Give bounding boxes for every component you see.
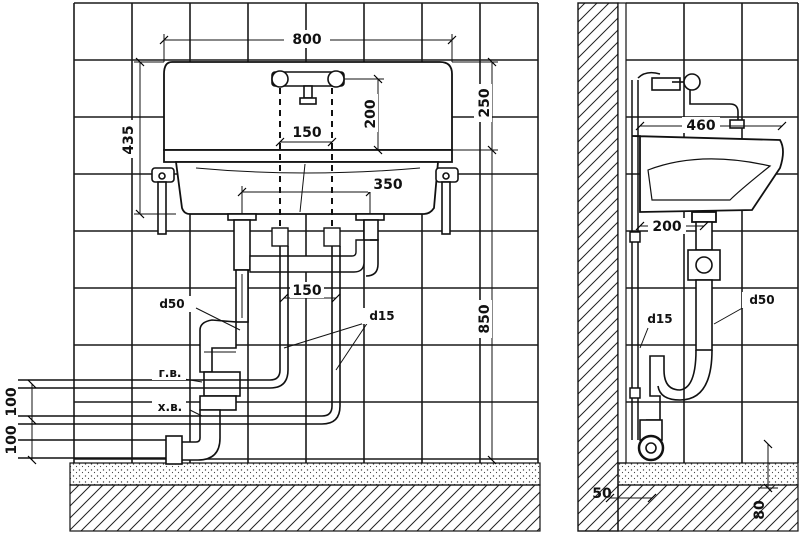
side-faucet (651, 73, 745, 129)
dim-pipe-gap-b: 100 (4, 425, 20, 454)
faucet-supply-dashed (279, 88, 333, 230)
dim-hot-cold-spacing: 150 (292, 283, 321, 299)
dim-bracket-offset: 250 (477, 88, 493, 117)
drain-pipes (227, 213, 385, 323)
dim-mount-height: 850 (477, 304, 493, 333)
dim-sink-height: 435 (121, 125, 137, 154)
side-drain-trap (637, 221, 721, 462)
side-sink (631, 135, 784, 223)
label-drain-diameter: d50 (159, 297, 184, 311)
dim-faucet-spacing: 150 (292, 125, 321, 141)
wall-section (577, 2, 619, 532)
floor-drain-elbow (18, 409, 221, 465)
label-cold-water: х.в. (158, 400, 182, 414)
floor-screed (69, 462, 541, 486)
label-supply-diameter: d15 (369, 309, 394, 323)
sink-bracket-left (151, 167, 175, 235)
side-floor-slab (617, 484, 799, 532)
dim-trap-depth: 200 (652, 219, 681, 235)
drain-trap (199, 319, 241, 411)
dim-pipe-gap-a: 100 (4, 387, 20, 416)
faucet (271, 70, 345, 105)
dim-faucet-height: 200 (363, 99, 379, 128)
front-view: 800 435 200 150 350 150 250 850 100 100 … (4, 2, 541, 532)
side-label-supply-diameter: d15 (647, 312, 672, 326)
cold-water-pipe (18, 246, 341, 425)
hot-water-pipe (18, 246, 289, 389)
label-hot-water: г.в. (159, 366, 182, 380)
dim-sink-width: 800 (292, 32, 321, 48)
side-label-drain-diameter: d50 (749, 293, 774, 307)
side-supply-riser (629, 71, 661, 440)
dim-floor-height: 80 (752, 500, 768, 520)
dim-wall-offset: 50 (592, 486, 612, 502)
floor-slab (69, 484, 541, 532)
dim-drain-spacing: 350 (373, 177, 402, 193)
side-floor-screed (617, 462, 799, 486)
dim-sink-depth: 460 (686, 118, 715, 134)
wall-plaster (617, 2, 627, 464)
side-view: 460 200 50 80 d15 d50 (577, 2, 799, 532)
sink-bracket-right (435, 167, 459, 235)
